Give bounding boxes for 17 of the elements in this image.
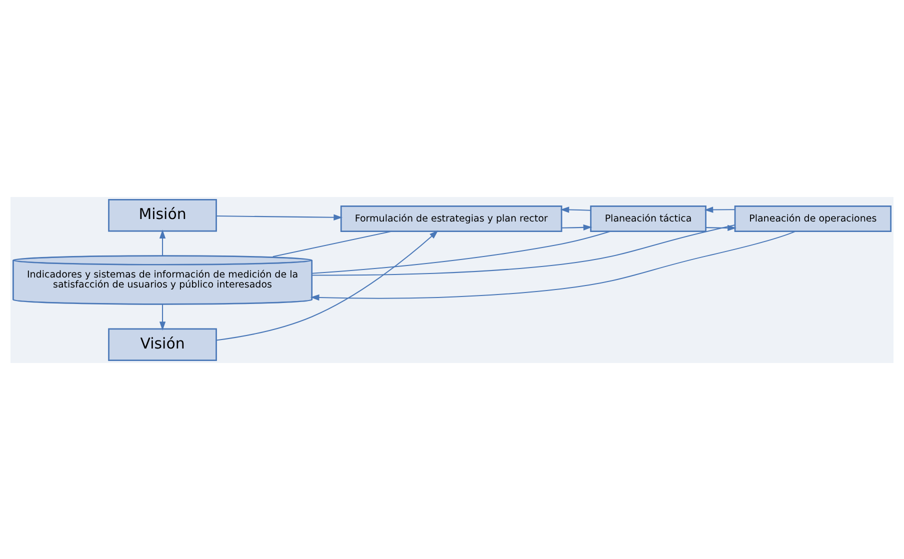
node-box: Planeación táctica [590,205,706,232]
arrow [159,304,166,330]
connector [312,230,610,274]
arrow [706,224,736,231]
node-box: Misión [108,198,217,232]
arrow [704,206,735,212]
arrow [216,214,343,220]
arrow [216,230,438,340]
arrow [310,230,796,300]
arrow [159,229,166,256]
node-box: Planeación de operaciones [734,205,892,232]
arrow [560,206,591,212]
connector [272,230,392,257]
arrow [562,224,592,230]
node-box: Visión [108,328,217,360]
connector [312,224,736,276]
node-box: Formulación de estrategias y plan rector [340,205,562,232]
